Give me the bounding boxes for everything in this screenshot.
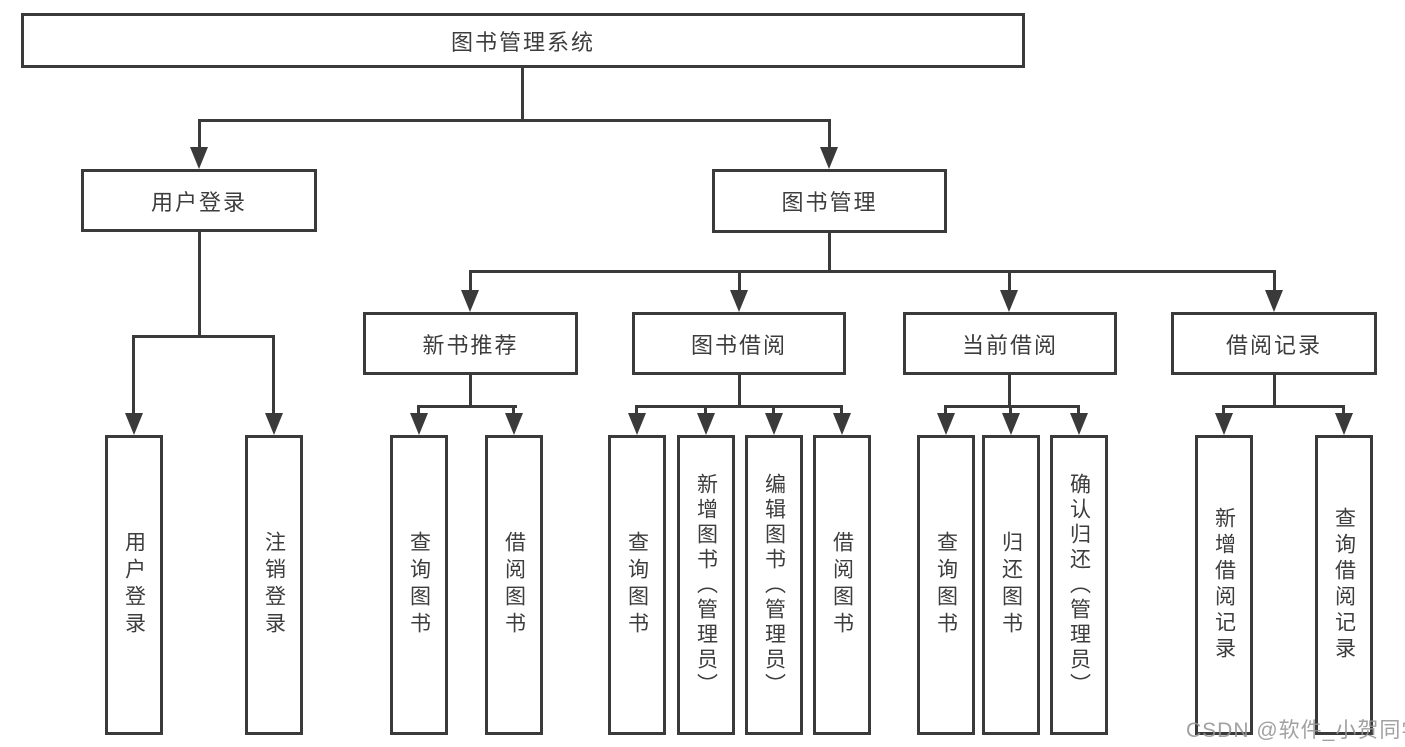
watermark: CSDN @软件_小贺同学 (1186, 719, 1405, 742)
arrow-down-icon (1265, 290, 1283, 312)
connector-bar (944, 405, 1080, 408)
connector-bar (132, 335, 275, 338)
arrow-down-icon (1002, 413, 1020, 435)
connector-bar (469, 270, 1276, 273)
connector-drop (469, 270, 472, 292)
connector-stem (469, 375, 472, 407)
connector-drop (772, 405, 775, 417)
connector-drop (198, 119, 201, 149)
leaf-user-login: 用户登录 (105, 435, 163, 735)
connector-drop (1009, 405, 1012, 417)
arrow-down-icon (730, 290, 748, 312)
connector-drop (132, 335, 135, 415)
connector-stem (1273, 375, 1276, 407)
leaf-query-borrow-record: 查询借阅记录 (1315, 435, 1373, 735)
leaf-edit-books-admin: 编辑图书（管理员） (745, 435, 803, 735)
arrow-down-icon (190, 147, 208, 169)
arrow-down-icon (833, 413, 851, 435)
arrow-down-icon (628, 413, 646, 435)
connector-stem (1008, 375, 1011, 407)
leaf-query-books-borrowing: 查询图书 (608, 435, 666, 735)
connector-drop (1077, 405, 1080, 417)
connector-stem (198, 232, 201, 336)
connector-drop (944, 405, 947, 417)
arrow-down-icon (1335, 413, 1353, 435)
connector-drop (635, 405, 638, 417)
node-borrowing-records: 借阅记录 (1171, 312, 1377, 375)
connector-drop (512, 405, 515, 417)
arrow-down-icon (505, 413, 523, 435)
leaf-borrow-books-recommend: 借阅图书 (485, 435, 543, 735)
connector-drop (1342, 405, 1345, 417)
arrow-down-icon (937, 413, 955, 435)
connector-drop (417, 405, 420, 417)
connector-stem (738, 375, 741, 407)
connector-drop (738, 270, 741, 292)
arrow-down-icon (1000, 290, 1018, 312)
leaf-add-books-admin: 新增图书（管理员） (677, 435, 735, 735)
connector-root-stem (521, 68, 524, 120)
connector-bar (1222, 405, 1345, 408)
connector-drop (840, 405, 843, 417)
node-book-management: 图书管理 (712, 169, 947, 233)
connector-drop (704, 405, 707, 417)
arrow-down-icon (765, 413, 783, 435)
leaf-return-books: 归还图书 (982, 435, 1040, 735)
arrow-down-icon (125, 413, 143, 435)
leaf-borrow-books-borrowing: 借阅图书 (813, 435, 871, 735)
node-current-borrowing: 当前借阅 (903, 312, 1117, 375)
connector-drop (1008, 270, 1011, 292)
arrow-down-icon (410, 413, 428, 435)
leaf-confirm-return-admin: 确认归还（管理员） (1050, 435, 1108, 735)
arrow-down-icon (265, 413, 283, 435)
connector-stem (828, 233, 831, 272)
node-root: 图书管理系统 (21, 13, 1025, 68)
arrow-down-icon (1070, 413, 1088, 435)
leaf-query-books-recommend: 查询图书 (390, 435, 448, 735)
connector-drop (1273, 270, 1276, 292)
arrow-down-icon (820, 147, 838, 169)
arrow-down-icon (1215, 413, 1233, 435)
connector-drop (272, 335, 275, 415)
connector-drop (1222, 405, 1225, 417)
connector-bar (635, 405, 842, 408)
connector-drop (828, 119, 831, 149)
leaf-query-books-current: 查询图书 (917, 435, 975, 735)
arrow-down-icon (461, 290, 479, 312)
arrow-down-icon (697, 413, 715, 435)
leaf-logout: 注销登录 (245, 435, 303, 735)
node-book-borrowing: 图书借阅 (632, 312, 846, 375)
node-user-login: 用户登录 (81, 169, 317, 232)
connector-root-bar (198, 119, 831, 122)
leaf-add-borrow-record: 新增借阅记录 (1195, 435, 1253, 735)
node-new-book-recommendation: 新书推荐 (363, 312, 578, 375)
connector-bar (417, 405, 517, 408)
